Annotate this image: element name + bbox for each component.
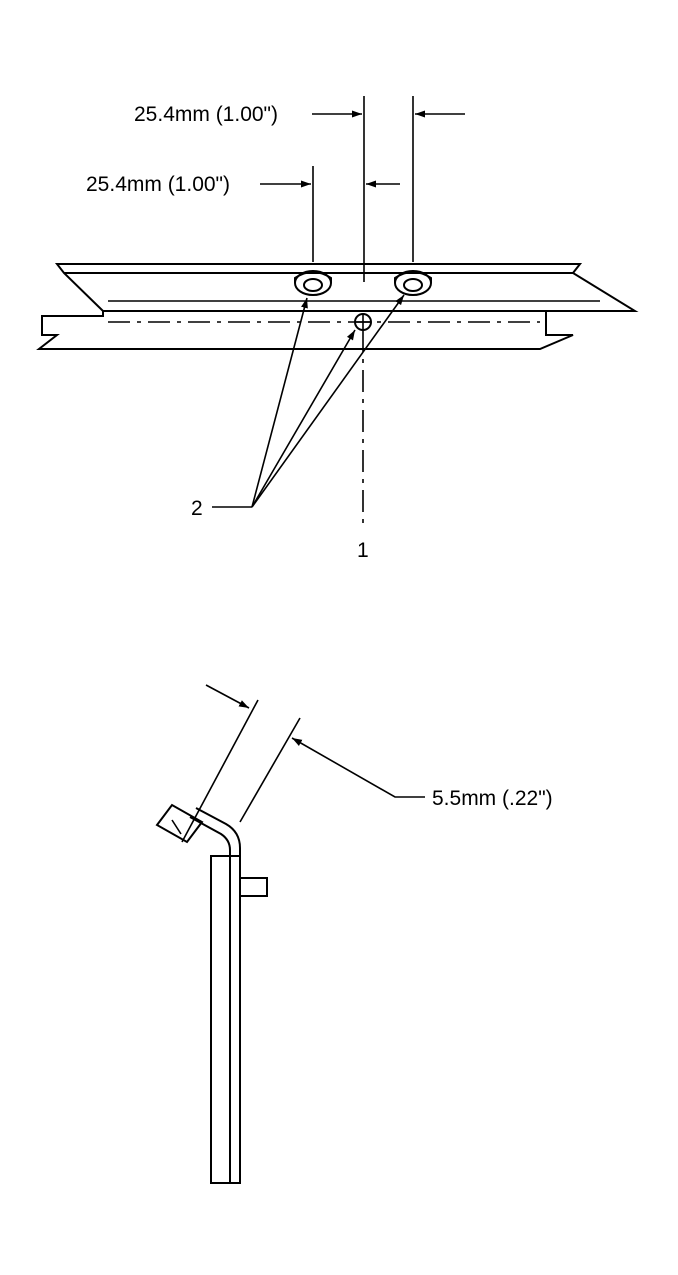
side-stud bbox=[155, 803, 204, 844]
callout-2-leader-stud-right bbox=[251, 294, 405, 508]
side-panel-flange-outer bbox=[195, 807, 241, 856]
callout-2-leader-stud-left bbox=[251, 297, 308, 508]
dimension-label-lower: 25.4mm (1.00") bbox=[86, 173, 230, 196]
side-dimension-leader bbox=[291, 737, 425, 798]
panel-upper-flange bbox=[54, 263, 639, 312]
side-extension-line-right bbox=[239, 717, 301, 823]
side-dimension-arrow-left bbox=[205, 684, 250, 709]
side-panel-flange bbox=[189, 816, 231, 856]
side-stud-seam bbox=[171, 819, 182, 835]
side-panel bbox=[210, 855, 241, 1184]
side-view: 5.5mm (.22") bbox=[155, 684, 553, 1184]
reference-hole bbox=[354, 313, 372, 331]
side-dimension-label: 5.5mm (.22") bbox=[432, 787, 553, 810]
callout-2-leader-hole bbox=[251, 329, 356, 508]
callout-1: 1 bbox=[357, 539, 369, 562]
weld-stud-right bbox=[394, 270, 432, 296]
panel-lower-channel bbox=[36, 311, 574, 350]
callout-2: 2 bbox=[191, 497, 203, 520]
weld-stud-left bbox=[294, 270, 332, 296]
top-view: 25.4mm (1.00") 25.4mm (1.00") bbox=[36, 96, 639, 562]
dimension-label-upper: 25.4mm (1.00") bbox=[134, 103, 278, 126]
side-panel-stud bbox=[239, 877, 268, 897]
